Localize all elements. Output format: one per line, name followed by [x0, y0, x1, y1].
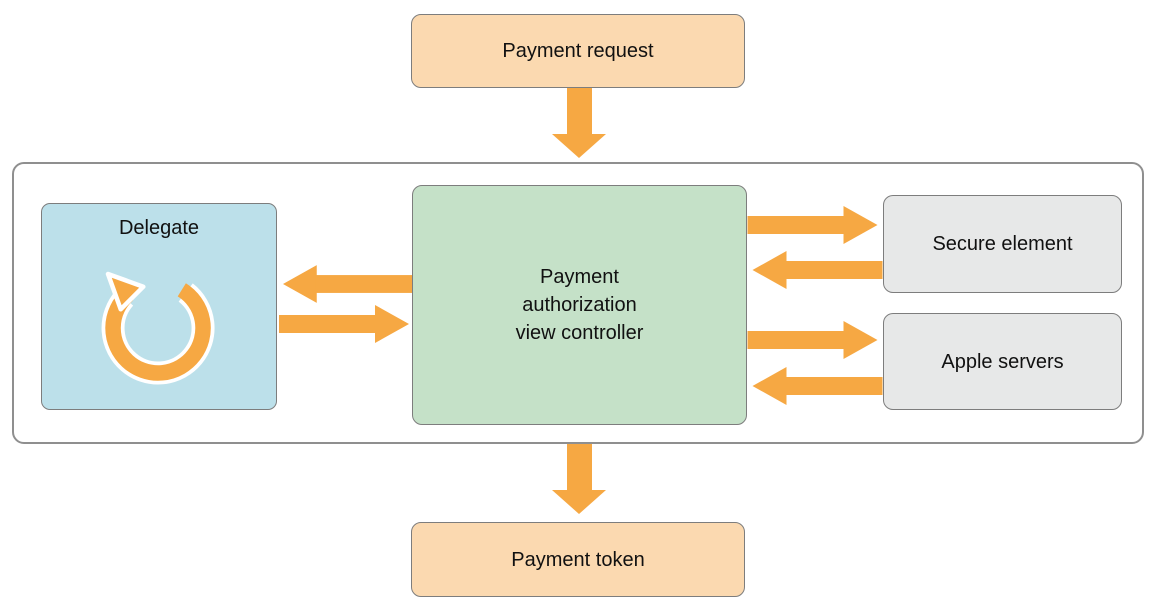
- arrow-left-secure-element-to-controller-icon: [752, 251, 883, 289]
- arrow-left-controller-to-delegate-icon: [283, 265, 412, 303]
- arrow-left-apple-servers-to-controller-icon: [752, 367, 883, 405]
- apple-servers-label: Apple servers: [941, 350, 1064, 373]
- payment-authorization-view-controller-node: Payment authorization view controller: [412, 185, 747, 425]
- arrow-right-controller-to-apple-servers-icon: [747, 321, 878, 359]
- secure-element-label: Secure element: [932, 233, 1073, 255]
- payment-token-node: Payment token: [411, 522, 745, 597]
- delegate-node: Delegate: [41, 203, 277, 410]
- arrow-right-controller-to-secure-element-icon: [747, 206, 878, 244]
- arrow-down-request-to-controller-icon: [552, 88, 606, 158]
- arrow-down-controller-to-token-icon: [552, 444, 606, 514]
- payment-authorization-view-controller-label: Payment authorization view controller: [515, 266, 644, 344]
- delegate-label: Delegate: [118, 217, 200, 239]
- payment-request-label: Payment request: [502, 40, 654, 62]
- payment-token-label: Payment token: [511, 548, 645, 571]
- arrow-right-delegate-to-controller-icon: [279, 305, 409, 343]
- apple-servers-node: Apple servers: [883, 313, 1122, 410]
- payment-request-node: Payment request: [411, 14, 745, 88]
- circular-arrow-icon: [101, 271, 215, 385]
- secure-element-node: Secure element: [883, 195, 1122, 293]
